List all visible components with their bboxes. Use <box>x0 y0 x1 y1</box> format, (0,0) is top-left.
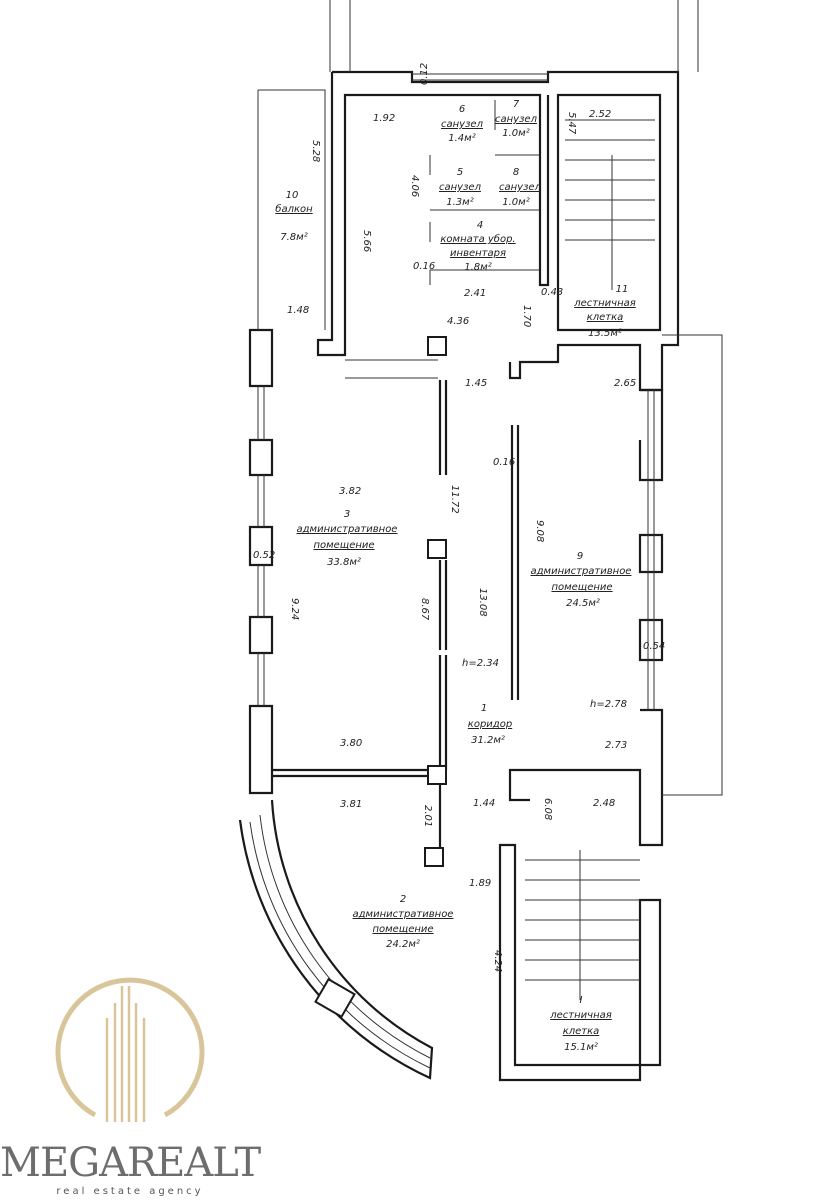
svg-text:33.8м²: 33.8м² <box>327 557 361 568</box>
svg-text:санузел: санузел <box>495 114 538 125</box>
svg-text:5.28: 5.28 <box>310 140 321 162</box>
svg-text:5: 5 <box>457 167 463 178</box>
svg-text:1.45: 1.45 <box>465 378 487 389</box>
room-10-label: 10 балкон 7.8м² <box>275 190 313 243</box>
svg-text:санузел: санузел <box>439 182 482 193</box>
svg-text:1.3м²: 1.3м² <box>446 197 473 208</box>
svg-text:2.48: 2.48 <box>593 798 615 809</box>
svg-text:административное: административное <box>297 524 398 535</box>
svg-text:6.08: 6.08 <box>542 798 553 820</box>
svg-text:4: 4 <box>477 220 483 231</box>
svg-text:13.5м²: 13.5м² <box>588 328 622 339</box>
svg-text:4.36: 4.36 <box>447 316 469 327</box>
svg-text:6: 6 <box>459 104 465 115</box>
svg-text:7: 7 <box>513 99 520 110</box>
svg-text:1.0м²: 1.0м² <box>502 197 529 208</box>
room-1-label: 1 коридор 31.2м² <box>468 703 512 746</box>
svg-text:клетка: клетка <box>563 1026 600 1037</box>
svg-text:коридор: коридор <box>468 719 512 730</box>
room-4-label: 4 комната убор. инвентаря 1.8м² <box>440 220 515 273</box>
svg-text:0.16: 0.16 <box>413 261 435 272</box>
svg-text:0.54: 0.54 <box>643 641 665 652</box>
svg-text:I: I <box>580 995 583 1006</box>
svg-text:3.80: 3.80 <box>340 738 362 749</box>
svg-text:помещение: помещение <box>372 924 433 935</box>
logo-tagline: real estate agency <box>56 1186 204 1197</box>
svg-text:1.0м²: 1.0м² <box>502 128 529 139</box>
svg-text:санузел: санузел <box>441 119 484 130</box>
room-2-label: 2 административное помещение 24.2м² <box>353 894 454 950</box>
svg-text:8.67: 8.67 <box>419 598 430 621</box>
svg-text:2: 2 <box>400 894 406 905</box>
svg-text:0.12: 0.12 <box>419 63 430 85</box>
svg-text:10: 10 <box>286 190 299 201</box>
svg-text:15.1м²: 15.1м² <box>564 1042 598 1053</box>
svg-text:13.08: 13.08 <box>477 588 488 617</box>
svg-text:2.41: 2.41 <box>464 288 486 299</box>
svg-text:1: 1 <box>481 703 487 714</box>
svg-text:0.43: 0.43 <box>541 287 563 298</box>
room-3-label: 3 административное помещение 33.8м² <box>297 509 398 568</box>
svg-text:0.16: 0.16 <box>493 457 515 468</box>
svg-text:9: 9 <box>577 551 583 562</box>
svg-text:h=2.78: h=2.78 <box>590 699 627 710</box>
room-7-label: 7 санузел 1.0м² <box>495 99 538 139</box>
svg-text:инвентаря: инвентаря <box>450 248 506 259</box>
svg-text:5.66: 5.66 <box>361 230 372 252</box>
svg-text:3.82: 3.82 <box>339 486 361 497</box>
svg-text:h=2.34: h=2.34 <box>462 658 499 669</box>
svg-text:5.47: 5.47 <box>566 112 577 135</box>
svg-text:1.48: 1.48 <box>287 305 309 316</box>
svg-text:2.73: 2.73 <box>605 740 627 751</box>
svg-text:1.92: 1.92 <box>373 113 395 124</box>
room-9-label: 9 административное помещение 24.5м² <box>531 551 632 609</box>
dimension-labels: 1.92 0.12 4.06 5.66 0.16 2.41 2.52 5.47 … <box>253 63 665 973</box>
svg-text:лестничная: лестничная <box>549 1010 612 1021</box>
svg-text:8: 8 <box>513 167 519 178</box>
svg-text:2.65: 2.65 <box>614 378 636 389</box>
svg-text:9.24: 9.24 <box>289 598 300 620</box>
svg-text:лестничная: лестничная <box>573 298 636 309</box>
svg-text:санузел: санузел <box>499 182 542 193</box>
room-6-label: 6 санузел 1.4м² <box>441 104 484 144</box>
megarealt-logo-icon <box>55 977 205 1122</box>
svg-text:9.08: 9.08 <box>534 520 545 542</box>
room-5-label: 5 санузел 1.3м² <box>439 167 482 208</box>
svg-text:помещение: помещение <box>313 540 374 551</box>
svg-text:административное: административное <box>531 566 632 577</box>
svg-text:3: 3 <box>344 509 350 520</box>
room-8-label: 8 санузел 1.0м² <box>499 167 542 208</box>
svg-text:клетка: клетка <box>587 312 624 323</box>
svg-text:4.06: 4.06 <box>409 175 420 197</box>
svg-text:24.5м²: 24.5м² <box>566 598 600 609</box>
svg-text:1.70: 1.70 <box>521 305 532 327</box>
svg-text:4.24: 4.24 <box>492 950 503 972</box>
svg-text:11.72: 11.72 <box>449 485 460 514</box>
svg-text:1.89: 1.89 <box>469 878 491 889</box>
logo-wordmark: MEGAREALT <box>0 1140 261 1186</box>
svg-text:балкон: балкон <box>275 203 313 215</box>
svg-text:3.81: 3.81 <box>340 799 362 810</box>
svg-text:24.2м²: 24.2м² <box>386 939 420 950</box>
svg-text:помещение: помещение <box>551 582 612 593</box>
svg-text:1.4м²: 1.4м² <box>448 133 475 144</box>
svg-text:административное: административное <box>353 909 454 920</box>
svg-text:0.52: 0.52 <box>253 550 275 561</box>
room-labels: 10 балкон 7.8м² 6 санузел 1.4м² 7 санузел 1.0м… <box>275 99 635 1053</box>
svg-text:комната убор.: комната убор. <box>440 233 515 245</box>
svg-text:31.2м²: 31.2м² <box>471 735 505 746</box>
svg-text:2.52: 2.52 <box>589 109 611 120</box>
svg-text:2.01: 2.01 <box>422 805 433 827</box>
svg-text:1.8м²: 1.8м² <box>464 262 491 273</box>
svg-text:11: 11 <box>616 284 629 295</box>
room-11-label: 11 лестничная клетка 13.5м² <box>573 284 636 339</box>
svg-text:7.8м²: 7.8м² <box>280 232 307 243</box>
walls <box>238 0 723 1082</box>
svg-text:1.44: 1.44 <box>473 798 495 809</box>
